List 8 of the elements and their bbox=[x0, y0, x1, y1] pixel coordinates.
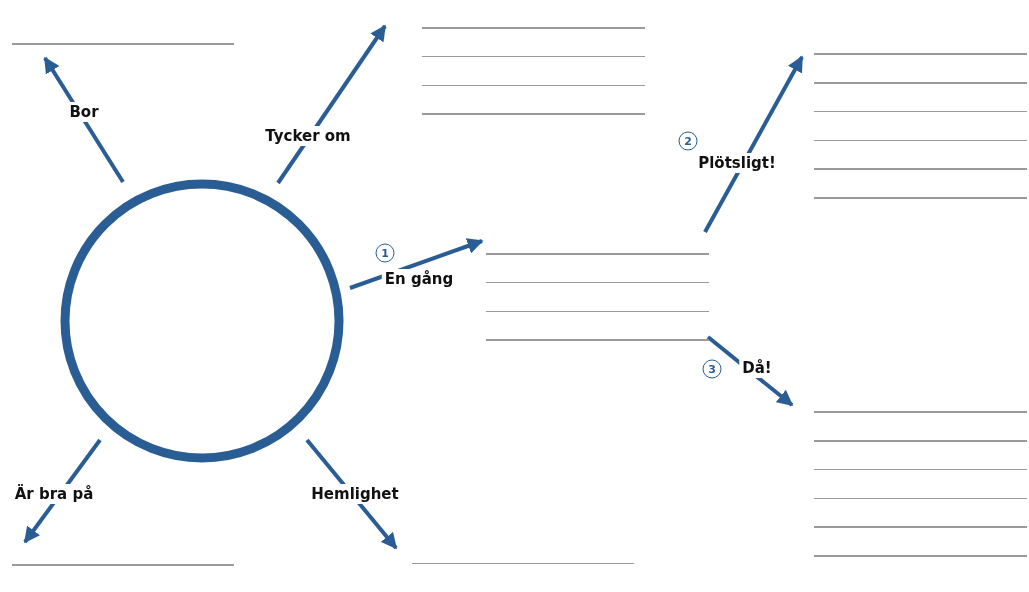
arrow bbox=[703, 55, 804, 233]
step-number: 2 bbox=[678, 131, 698, 151]
step-number: 1 bbox=[375, 243, 395, 263]
arrow bbox=[276, 24, 387, 185]
step-number: 3 bbox=[702, 359, 722, 379]
arrow bbox=[43, 56, 125, 184]
circle bbox=[60, 179, 344, 463]
arrow bbox=[349, 238, 484, 290]
